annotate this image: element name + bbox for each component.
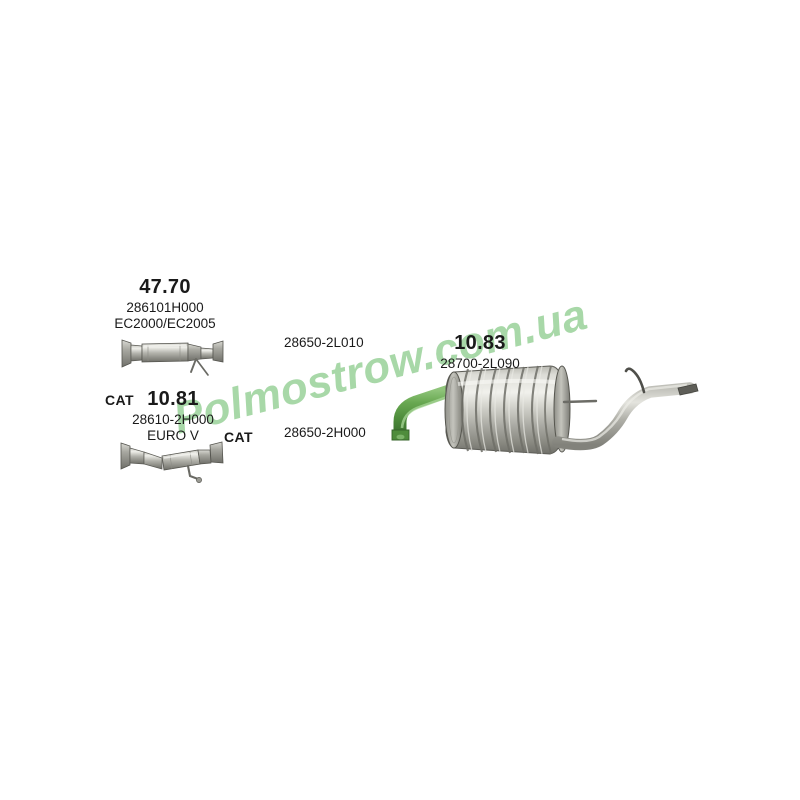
part-image-front-pipe-catalyst[interactable]: [118, 332, 234, 380]
part-price: 10.83: [454, 332, 506, 354]
part-spec: EURO V: [147, 427, 199, 443]
cat-tag-left: CAT: [105, 392, 134, 408]
part-label-front-pipe-euro5: 10.81 28610-2H000 EURO V: [98, 388, 248, 443]
part-spec: EC2000/EC2005: [114, 315, 216, 331]
part-image-rear-silencer[interactable]: [382, 358, 712, 456]
part-image-front-pipe-euro5[interactable]: [118, 436, 238, 488]
part-price: 47.70: [139, 276, 191, 298]
part-code: 286101H000: [126, 299, 204, 315]
part-price: 10.81: [147, 388, 199, 410]
cat-tag-right: CAT: [224, 429, 253, 445]
part-code: 28610-2H000: [132, 411, 214, 427]
part-code: 28700-2L090: [440, 355, 520, 371]
reference-code-2l010: 28650-2L010: [284, 335, 364, 350]
reference-code-2h000: 28650-2H000: [284, 425, 366, 440]
part-label-front-pipe-catalyst: 47.70 286101H000 EC2000/EC2005: [90, 276, 240, 331]
part-label-rear-silencer: 10.83 28700-2L090: [415, 332, 545, 372]
